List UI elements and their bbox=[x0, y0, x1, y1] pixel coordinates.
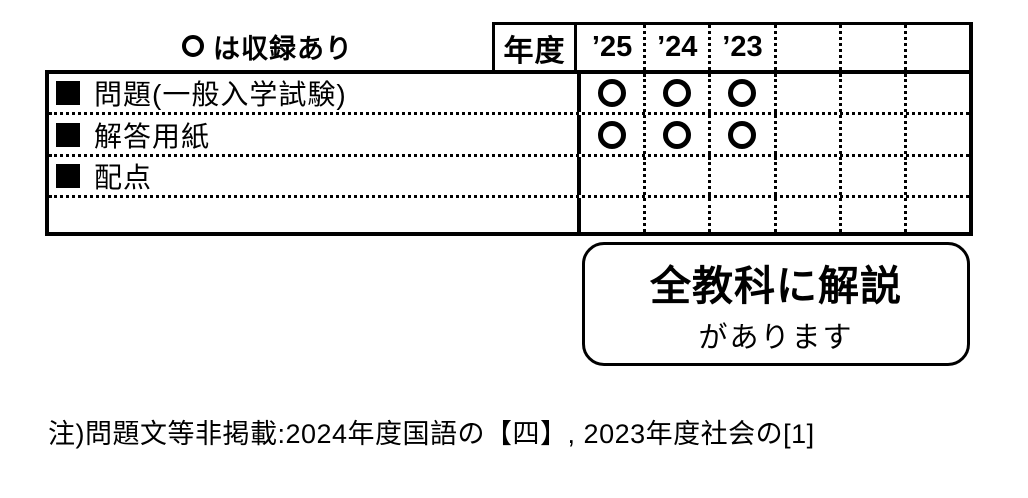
legend: は収録あり bbox=[182, 28, 353, 64]
circle-icon bbox=[182, 35, 204, 57]
mark-cell bbox=[838, 157, 904, 195]
mark-cell bbox=[581, 115, 643, 154]
mark-cell bbox=[773, 74, 839, 112]
circle-mark-icon bbox=[728, 79, 757, 107]
year-column-header: ’23 bbox=[708, 25, 773, 70]
mark-cell bbox=[773, 115, 839, 154]
row-label: 解答用紙 bbox=[94, 120, 211, 152]
year-column-header bbox=[838, 25, 904, 70]
black-square-icon bbox=[56, 164, 80, 188]
table-row bbox=[49, 195, 969, 232]
callout-box: 全教科に解説 があります bbox=[582, 242, 970, 366]
circle-mark-icon bbox=[728, 120, 757, 149]
mark-cell bbox=[643, 115, 708, 154]
black-square-icon bbox=[56, 122, 80, 147]
mark-cell bbox=[773, 198, 839, 232]
row-label-cell: 配点 bbox=[49, 157, 581, 195]
mark-cell bbox=[643, 198, 708, 232]
mark-cell bbox=[581, 74, 643, 112]
row-label-cell: 問題(一般入学試験) bbox=[49, 74, 581, 112]
row-label: 問題(一般入学試験) bbox=[94, 79, 347, 110]
table-row: 解答用紙 bbox=[49, 112, 969, 154]
table-row: 配点 bbox=[49, 154, 969, 195]
year-column-header bbox=[773, 25, 839, 70]
mark-cell bbox=[903, 74, 969, 112]
mark-cell bbox=[838, 115, 904, 154]
circle-mark-icon bbox=[598, 79, 627, 107]
table-row: 問題(一般入学試験) bbox=[49, 74, 969, 112]
mark-cell bbox=[838, 74, 904, 112]
year-column-header bbox=[903, 25, 969, 70]
mark-cell bbox=[708, 198, 773, 232]
legend-text: は収録あり bbox=[213, 33, 353, 64]
mark-cell bbox=[903, 115, 969, 154]
year-header-row: ’25 ’24 ’23 bbox=[577, 22, 973, 70]
mark-cell bbox=[581, 198, 643, 232]
year-column-header: ’24 bbox=[643, 25, 708, 70]
mark-cell bbox=[581, 157, 643, 195]
circle-mark-icon bbox=[663, 120, 692, 149]
year-header-label-cell: 年度 bbox=[492, 22, 577, 74]
callout-subtitle: があります bbox=[698, 322, 854, 354]
mark-cell bbox=[838, 198, 904, 232]
mark-cell bbox=[903, 157, 969, 195]
circle-mark-icon bbox=[663, 79, 692, 107]
mark-cell bbox=[708, 157, 773, 195]
mark-cell bbox=[643, 157, 708, 195]
mark-cell bbox=[708, 74, 773, 112]
circle-mark-icon bbox=[598, 120, 627, 149]
included-years-table: 問題(一般入学試験) 解答用紙 配点 bbox=[45, 70, 973, 236]
mark-cell bbox=[773, 157, 839, 195]
callout-title: 全教科に解説 bbox=[650, 263, 902, 309]
row-label: 配点 bbox=[94, 162, 153, 193]
row-label-cell bbox=[49, 198, 581, 232]
mark-cell bbox=[708, 115, 773, 154]
row-label-cell: 解答用紙 bbox=[49, 115, 581, 154]
footnote: 注)問題文等非掲載:2024年度国語の【四】, 2023年度社会の[1] bbox=[48, 419, 815, 449]
mark-cell bbox=[643, 74, 708, 112]
year-column-header: ’25 bbox=[591, 31, 633, 63]
year-header-label: 年度 bbox=[503, 35, 566, 68]
mark-cell bbox=[903, 198, 969, 232]
black-square-icon bbox=[56, 81, 80, 105]
